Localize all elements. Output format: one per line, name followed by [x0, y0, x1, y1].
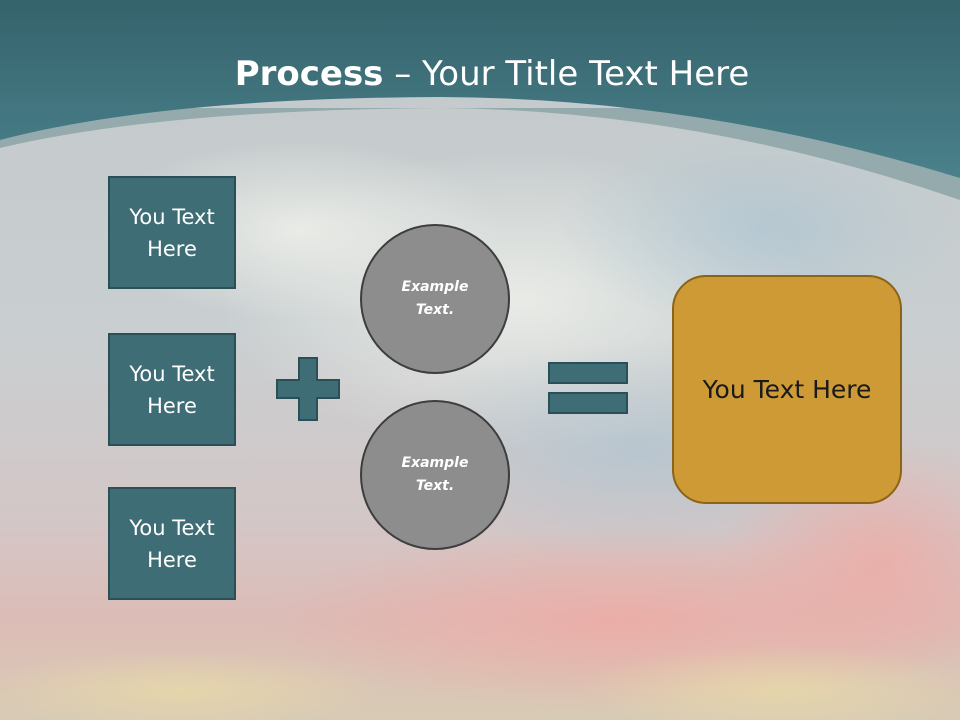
example-circle-1[interactable]: Example Text.	[360, 224, 510, 374]
result-box-label: You Text Here	[702, 374, 872, 404]
example-circle-2[interactable]: Example Text.	[360, 400, 510, 550]
input-box-1[interactable]: You Text Here	[108, 176, 236, 289]
plus-icon	[276, 357, 340, 421]
result-box[interactable]: You Text Here	[672, 275, 902, 504]
title-rest: – Your Title Text Here	[383, 54, 750, 94]
example-circle-1-label: Example Text.	[401, 279, 469, 318]
title-bold: Process	[234, 54, 384, 94]
input-box-3-label: You Text Here	[129, 515, 215, 572]
input-box-3[interactable]: You Text Here	[108, 487, 236, 600]
example-circle-2-label: Example Text.	[401, 455, 469, 494]
input-box-2[interactable]: You Text Here	[108, 333, 236, 446]
equals-icon	[548, 362, 628, 414]
input-box-1-label: You Text Here	[129, 204, 215, 261]
input-box-2-label: You Text Here	[129, 361, 215, 418]
slide-title: Process – Your Title Text Here	[0, 52, 960, 96]
